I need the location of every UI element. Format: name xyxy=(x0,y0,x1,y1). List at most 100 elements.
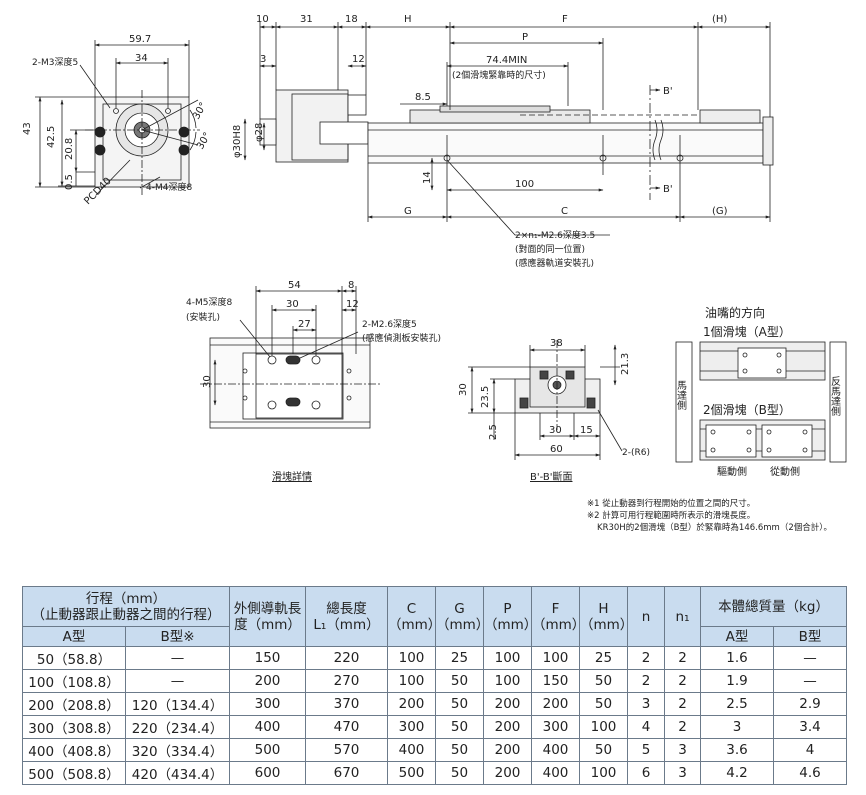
header-h: H（mm） xyxy=(579,586,633,647)
label-2-m2-6: 2-M2.6深度5 xyxy=(362,318,417,330)
table-cell-n: 2 xyxy=(627,669,665,693)
header-h-label: H xyxy=(598,600,609,617)
table-cell-rail: 500 xyxy=(229,738,306,762)
table-cell-f: 150 xyxy=(531,669,580,693)
header-n: n xyxy=(627,586,665,647)
table-cell-p: 200 xyxy=(483,761,532,785)
section-dim-23-5: 23.5 xyxy=(480,386,491,408)
hole-note-1: 2×n₁-M2.6深度3.5 xyxy=(515,229,595,241)
table-cell-g: 25 xyxy=(435,646,484,670)
table-cell-f: 300 xyxy=(531,715,580,739)
table-cell-c: 100 xyxy=(387,646,436,670)
dim-10: 10 xyxy=(256,14,269,25)
hole-note-2: (對面的同一位置) xyxy=(515,243,585,255)
table-cell-n1: 3 xyxy=(664,761,701,785)
dim-f: F xyxy=(562,14,568,25)
table-cell-a: 300（308.8） xyxy=(22,715,126,739)
anti-motor-side-label: 反馬達側 xyxy=(829,376,841,416)
header-mass-b: B型 xyxy=(772,626,848,647)
table-cell-n: 6 xyxy=(627,761,665,785)
table-cell-g: 50 xyxy=(435,738,484,762)
table-cell-n1: 2 xyxy=(664,715,701,739)
dim-18: 18 xyxy=(345,14,358,25)
table-cell-mb: 2.9 xyxy=(772,692,848,716)
footnote-3: KR30H的2個滑塊（B型）於緊靠時為146.6mm（2個合計）。 xyxy=(597,523,832,533)
table-cell-f: 200 xyxy=(531,692,580,716)
header-p-unit: （mm） xyxy=(484,616,538,633)
header-c-unit: （mm） xyxy=(388,616,442,633)
table-cell-b: 320（334.4） xyxy=(125,738,230,762)
table-cell-h: 50 xyxy=(579,738,628,762)
dim-h-paren: (H) xyxy=(712,14,727,25)
dim-flange-20-8: 20.8 xyxy=(64,138,75,160)
section-mark-top: B' xyxy=(663,86,673,97)
table-cell-g: 50 xyxy=(435,692,484,716)
table-cell-a: 50（58.8） xyxy=(22,646,126,670)
table-cell-mb: 3.4 xyxy=(772,715,848,739)
label-4-m5: 4-M5深度8 xyxy=(186,296,232,308)
dim-angle-2: 30° xyxy=(195,131,213,152)
dim-14: 14 xyxy=(422,171,433,184)
slider-dim-8: 8 xyxy=(348,280,354,291)
table-cell-n1: 3 xyxy=(664,738,701,762)
section-dim-60: 60 xyxy=(550,444,563,455)
slider-dim-54: 54 xyxy=(288,280,301,291)
note-min: (2個滑塊緊靠時的尺寸) xyxy=(452,69,546,81)
table-cell-h: 50 xyxy=(579,669,628,693)
table-cell-l1: 270 xyxy=(305,669,388,693)
table-cell-mb: — xyxy=(772,646,848,670)
table-cell-b: — xyxy=(125,646,230,670)
dim-h: H xyxy=(404,14,412,25)
table-cell-p: 200 xyxy=(483,692,532,716)
table-cell-n: 4 xyxy=(627,715,665,739)
header-c-label: C xyxy=(406,600,417,617)
dim-flange-42-5: 42.5 xyxy=(46,126,57,148)
label-2-m3: 2-M3深度5 xyxy=(32,56,78,68)
table-cell-rail: 300 xyxy=(229,692,306,716)
table-cell-p: 200 xyxy=(483,738,532,762)
header-mass: 本體總質量（kg） xyxy=(699,586,848,627)
header-f-label: F xyxy=(551,600,560,617)
table-cell-ma: 1.9 xyxy=(700,669,774,693)
dim-100: 100 xyxy=(515,179,534,190)
table-cell-rail: 400 xyxy=(229,715,306,739)
section-dim-2-5: 2.5 xyxy=(488,424,499,440)
header-total-length: 總長度 L₁（mm） xyxy=(305,586,388,647)
table-cell-g: 50 xyxy=(435,715,484,739)
section-dim-38: 38 xyxy=(550,338,563,349)
slider-dim-30: 30 xyxy=(286,299,299,310)
header-total-length-sub: L₁（mm） xyxy=(313,616,380,633)
header-type-b: B型※ xyxy=(125,626,230,647)
header-stroke-sub: （止動器跟止動器之間的行程） xyxy=(31,606,221,623)
table-cell-c: 500 xyxy=(387,761,436,785)
header-g-unit: （mm） xyxy=(436,616,490,633)
motor-side-label: 馬達側 xyxy=(675,380,687,410)
table-cell-n1: 2 xyxy=(664,692,701,716)
table-cell-p: 200 xyxy=(483,715,532,739)
label-install-hole: (安裝孔) xyxy=(186,311,220,323)
table-cell-f: 400 xyxy=(531,761,580,785)
table-cell-ma: 4.2 xyxy=(700,761,774,785)
table-cell-l1: 470 xyxy=(305,715,388,739)
slider-detail-view xyxy=(200,286,380,429)
slider-dim-12: 12 xyxy=(346,299,359,310)
nozzle-type-a: 1個滑塊（A型） xyxy=(703,324,791,339)
table-cell-a: 500（508.8） xyxy=(22,761,126,785)
table-cell-n1: 2 xyxy=(664,646,701,670)
table-cell-h: 50 xyxy=(579,692,628,716)
header-g: G（mm） xyxy=(435,586,489,647)
drive-side-label: 驅動側 xyxy=(717,465,747,478)
table-cell-mb: 4 xyxy=(772,738,848,762)
dim-31: 31 xyxy=(300,14,313,25)
table-cell-ma: 1.6 xyxy=(700,646,774,670)
table-cell-h: 100 xyxy=(579,715,628,739)
nozzle-title: 油嘴的方向 xyxy=(705,305,765,320)
table-cell-rail: 600 xyxy=(229,761,306,785)
table-cell-ma: 2.5 xyxy=(700,692,774,716)
header-stroke: 行程（mm） （止動器跟止動器之間的行程） xyxy=(22,586,230,627)
technical-drawing: 59.7 34 43 42.5 20.8 0.5 30° 30° 2-M3深度5… xyxy=(22,14,847,483)
table-cell-p: 100 xyxy=(483,669,532,693)
